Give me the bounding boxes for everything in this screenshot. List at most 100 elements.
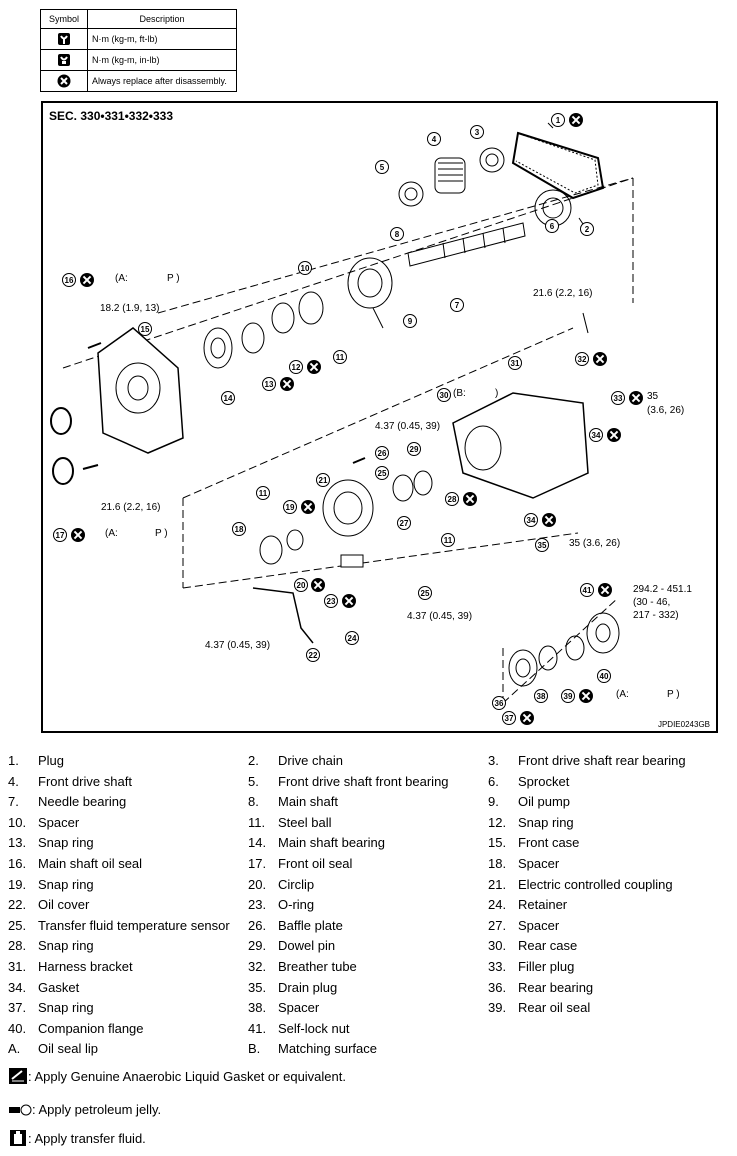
callout-34a: 34 (589, 428, 603, 442)
callout-19: 19 (283, 500, 297, 514)
note-gasket-text: : Apply Genuine Anaerobic Liquid Gasket … (28, 1068, 346, 1084)
legend-item-number: B. (248, 1041, 261, 1057)
legend-item (488, 1019, 728, 1040)
replace-x-icon (342, 594, 356, 608)
legend-item-label: Filler plug (518, 958, 575, 974)
legend-item-number: 33. (488, 958, 507, 974)
symbol-table: Symbol Description N·m (kg-m, ft-lb) N·m… (40, 9, 237, 92)
legend-item-number: 10. (8, 814, 27, 830)
replace-x-icon (607, 428, 621, 442)
legend-item-label: Snap ring (518, 814, 574, 830)
note-fluid-text: : Apply transfer fluid. (28, 1130, 146, 1146)
callout-41: 41 (580, 583, 594, 597)
callout-20: 20 (294, 578, 308, 592)
note-jelly-text: : Apply petroleum jelly. (32, 1102, 162, 1117)
legend-item-number: 37. (8, 1000, 27, 1016)
legend-item: 6.Sprocket (488, 772, 728, 793)
callout-36: 36 (492, 696, 506, 710)
torque-4-37-b: 4.37 (0.45, 39) (205, 640, 271, 651)
replace-x-icon (80, 273, 94, 287)
legend-item-number: 22. (8, 897, 27, 913)
legend-item-number: 17. (248, 855, 267, 871)
callout-12: 12 (289, 360, 303, 374)
legend-item: 5.Front drive shaft front bearing (248, 772, 488, 793)
legend-item: 29.Dowel pin (248, 936, 488, 957)
replace-x-icon (301, 500, 315, 514)
legend-item: 41.Self-lock nut (248, 1019, 488, 1040)
legend-item: 4.Front drive shaft (8, 772, 248, 793)
legend-item-label: Drive chain (278, 753, 344, 768)
gasket-icon (9, 1068, 27, 1084)
legend-item-number: 32. (248, 958, 267, 974)
label-39-p: P ) (667, 689, 680, 700)
callout-9: 9 (403, 314, 417, 328)
legend-item: 31.Harness bracket (8, 957, 248, 978)
legend-item-label: Drain plug (278, 979, 338, 995)
legend-item-number: 12. (488, 814, 507, 830)
callout-11c: 11 (441, 533, 455, 547)
legend-item-label: Front drive shaft front bearing (278, 773, 449, 789)
legend-item-number: 26. (248, 917, 267, 933)
callout-25b: 25 (375, 466, 389, 480)
callout-3: 3 (470, 125, 484, 139)
replace-x-icon (579, 689, 593, 703)
legend-item-label: Front drive shaft (38, 773, 132, 789)
callout-7: 7 (450, 298, 464, 312)
legend-item: 37.Snap ring (8, 998, 248, 1019)
legend-item-label: Front drive shaft rear bearing (518, 753, 686, 768)
callout-26: 26 (375, 446, 389, 460)
legend-item-label: Rear oil seal (518, 1000, 591, 1016)
legend-item-label: Spacer (518, 855, 560, 871)
legend-item-label: Main shaft oil seal (38, 855, 143, 871)
legend-item: 15.Front case (488, 833, 728, 854)
callout-35: 35 (535, 538, 549, 552)
legend-item-label: O-ring (278, 897, 315, 913)
callout-24: 24 (345, 631, 359, 645)
callout-29: 29 (407, 442, 421, 456)
legend-item (488, 1039, 728, 1060)
symbol-header: Symbol (40, 9, 88, 29)
diagram-code: JPDIE0243GB (657, 720, 710, 729)
legend-item-number: 13. (8, 835, 27, 851)
legend-item-number: 30. (488, 938, 507, 954)
legend-item-label: Dowel pin (278, 938, 336, 954)
callout-13: 13 (262, 377, 276, 391)
legend-item: 38.Spacer (248, 998, 488, 1019)
legend-item-label: Gasket (38, 979, 80, 995)
legend-item-number: 3. (488, 753, 499, 768)
legend-item-number: 1. (8, 753, 19, 768)
legend-item: 20.Circlip (248, 875, 488, 896)
symbol-desc-3: Always replace after disassembly. (87, 70, 237, 92)
legend-item: 11.Steel ball (248, 813, 488, 834)
torque-21-6-left: 21.6 (2.2, 16) (101, 502, 161, 513)
legend-item: A.Oil seal lip (8, 1039, 248, 1060)
legend-item: 26.Baffle plate (248, 916, 488, 937)
legend-item: 23.O-ring (248, 895, 488, 916)
legend-item-label: Circlip (278, 876, 315, 892)
legend-item: 7.Needle bearing (8, 792, 248, 813)
torque-wrench-icon (58, 33, 70, 45)
legend-item-label: Oil pump (518, 794, 571, 810)
legend-item-label: Companion flange (38, 1020, 144, 1036)
replace-x-icon (542, 513, 556, 527)
callout-18: 18 (232, 522, 246, 536)
torque-18-2: 18.2 (1.9, 13) (100, 303, 160, 314)
callout-4: 4 (427, 132, 441, 146)
exploded-view-diagram: SEC. 330•331•332•333 1 2 3 4 5 6 7 8 9 1… (41, 101, 718, 733)
legend-item-number: 28. (8, 938, 27, 954)
legend-item-label: Breather tube (278, 958, 357, 974)
legend-item-label: Rear case (518, 938, 578, 954)
replace-x-icon (520, 711, 534, 725)
callout-33: 33 (611, 391, 625, 405)
legend-item-number: A. (8, 1041, 21, 1057)
callout-37: 37 (502, 711, 516, 725)
